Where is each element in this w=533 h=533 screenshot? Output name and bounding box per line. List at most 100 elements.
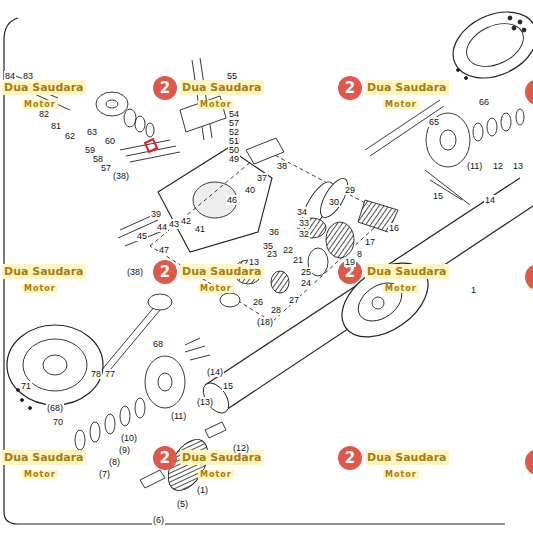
- callout-number: 44: [156, 217, 168, 233]
- callout-number: 57: [100, 163, 112, 173]
- callout-number: (13): [196, 397, 214, 407]
- callout-number: 33: [298, 218, 310, 228]
- callout-number: 63: [86, 127, 98, 137]
- callout-number: 66: [478, 92, 490, 108]
- callout-number: 23: [266, 249, 278, 259]
- watermark-logo: 2: [338, 76, 362, 100]
- key: [140, 470, 165, 488]
- callout-number: (8): [108, 457, 121, 467]
- watermark-text: Motor: [22, 470, 58, 479]
- callout-number: 43: [168, 219, 180, 229]
- callout-number: 83: [22, 66, 34, 82]
- watermark-text: Motor: [383, 284, 419, 293]
- watermark-text: Motor: [383, 94, 419, 110]
- callout-number: 60: [104, 131, 116, 147]
- callout-number: 47: [158, 240, 170, 256]
- callout-number: 15: [432, 186, 444, 202]
- callout-number: 42: [180, 211, 192, 227]
- brake-drum: [442, 0, 533, 91]
- callout-number: 27: [288, 295, 300, 305]
- callout-number: 13: [248, 252, 260, 268]
- watermark-text: Dua Saudara: [2, 262, 86, 279]
- callout-number: 16: [388, 218, 400, 234]
- callout-number: 21: [292, 255, 304, 265]
- watermark-text: Motor: [383, 470, 419, 479]
- watermark-text: Motor: [22, 464, 58, 480]
- bolt: [185, 338, 210, 360]
- callout-number: (38): [112, 171, 130, 181]
- group-outline: [150, 150, 388, 322]
- callout-number: 77: [104, 364, 116, 380]
- callout-number: 37: [256, 173, 268, 183]
- callout-number: (11): [466, 161, 483, 171]
- watermark-logo: 2: [153, 76, 177, 100]
- callout-number: (6): [152, 515, 165, 525]
- watermark-text: Dua Saudara: [2, 450, 86, 465]
- callout-number: (68): [46, 403, 64, 413]
- callout-number: 30: [328, 197, 340, 207]
- callout-number: (10): [120, 433, 138, 443]
- callout-number: 65: [428, 117, 440, 127]
- callout-number: 78: [90, 364, 102, 380]
- callout-number: 65: [428, 112, 440, 128]
- callout-number: 8: [356, 244, 363, 260]
- callout-number: 28: [270, 305, 282, 315]
- callout-number: 60: [104, 136, 116, 146]
- watermark-text: Dua Saudara: [365, 264, 449, 279]
- callout-number: (6): [152, 510, 165, 526]
- watermark-logo: 2: [153, 446, 177, 470]
- callout-number: 62: [64, 126, 76, 142]
- callout-number: (12): [232, 443, 250, 453]
- callout-number: (11): [466, 156, 483, 172]
- watermark-text: Dua Saudara: [365, 78, 449, 95]
- callout-number: 45: [136, 226, 148, 242]
- watermark-logo: 2: [153, 446, 177, 470]
- callout-number: 38: [276, 156, 288, 172]
- callout-number: (38): [112, 166, 130, 182]
- callout-number: 82: [38, 109, 50, 119]
- watermark-text: Dua Saudara: [365, 450, 449, 465]
- callout-number: 45: [136, 231, 148, 241]
- callout-number: (11): [170, 406, 187, 422]
- callout-number: 22: [282, 245, 294, 255]
- watermark-logo: 2: [338, 446, 362, 470]
- callout-number: 55: [226, 71, 238, 81]
- callout-number: 16: [388, 223, 400, 233]
- callout-number: 78: [90, 369, 102, 379]
- watermark-text: Motor: [22, 94, 58, 110]
- callout-number: (13): [196, 392, 214, 408]
- callout-number: 14: [484, 190, 496, 206]
- callout-number: 68: [152, 334, 164, 350]
- callout-number: 84: [4, 71, 16, 81]
- callout-number: 34: [296, 202, 308, 218]
- watermark-logo: 2: [338, 446, 362, 470]
- callout-number: 19: [344, 252, 356, 268]
- callout-number: 27: [288, 290, 300, 306]
- watermark-text: Dua Saudara: [180, 78, 264, 95]
- callout-number: 25: [300, 267, 312, 277]
- stud: [118, 212, 175, 246]
- watermark-text: Motor: [383, 278, 419, 294]
- watermark-text: Motor: [198, 284, 234, 293]
- callout-number: 34: [296, 207, 308, 217]
- callout-number: 46: [226, 195, 238, 205]
- watermark-text: Motor: [22, 278, 58, 294]
- watermark-text: Motor: [383, 100, 419, 109]
- bolt: [425, 170, 470, 205]
- watermark-logo: [525, 79, 533, 475]
- callout-number: 71: [20, 381, 32, 391]
- watermark-text: Dua Saudara: [180, 450, 264, 465]
- watermark-text: Motor: [22, 284, 58, 293]
- bolt: [120, 140, 180, 162]
- callout-number: 70: [52, 412, 64, 428]
- callout-number: 66: [478, 97, 490, 107]
- watermark-text: Dua Saudara: [180, 448, 264, 465]
- watermark-text: Motor: [383, 464, 419, 480]
- callout-number: 43: [168, 214, 180, 230]
- callout-number: 29: [344, 180, 356, 196]
- watermark-text: Dua Saudara: [365, 80, 449, 95]
- watermark-text: Dua Saudara: [2, 80, 86, 95]
- callout-number: 77: [104, 369, 116, 379]
- watermark-text: Motor: [198, 278, 234, 294]
- callout-number: 68: [152, 339, 164, 349]
